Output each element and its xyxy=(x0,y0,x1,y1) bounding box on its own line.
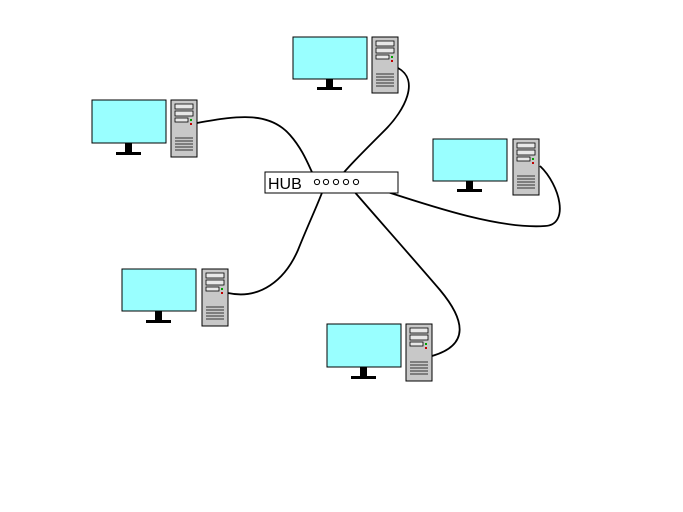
hub-port xyxy=(342,178,350,186)
hub-label: HUB xyxy=(268,176,302,193)
cable-upper-left xyxy=(196,116,318,183)
monitor-icon xyxy=(292,36,368,90)
cable-lower-left xyxy=(227,181,327,296)
hub-port xyxy=(352,178,360,186)
workstation-upper-left xyxy=(91,99,198,158)
computer-tower-icon xyxy=(405,323,433,382)
cable-bottom xyxy=(345,181,461,357)
monitor-screen xyxy=(326,323,402,368)
monitor-icon xyxy=(326,323,402,379)
cable-right xyxy=(355,165,561,228)
hub: HUB xyxy=(264,171,399,194)
monitor-screen xyxy=(121,268,197,312)
monitor-icon xyxy=(121,268,197,323)
hub-port xyxy=(313,178,321,186)
hub-port xyxy=(322,178,330,186)
workstation-top xyxy=(292,36,399,94)
cable-top xyxy=(335,67,410,183)
hub-port xyxy=(332,178,340,186)
monitor-icon xyxy=(91,99,167,155)
computer-tower-icon xyxy=(170,99,198,158)
workstation-right xyxy=(432,138,540,196)
monitor-screen xyxy=(91,99,167,144)
computer-tower-icon xyxy=(512,138,540,196)
monitor-icon xyxy=(432,138,508,192)
workstation-lower-left xyxy=(121,268,229,327)
monitor-screen xyxy=(432,138,508,182)
computer-tower-icon xyxy=(201,268,229,327)
monitor-screen xyxy=(292,36,368,80)
computer-tower-icon xyxy=(371,36,399,94)
workstation-bottom xyxy=(326,323,433,382)
hub-box xyxy=(264,171,399,194)
